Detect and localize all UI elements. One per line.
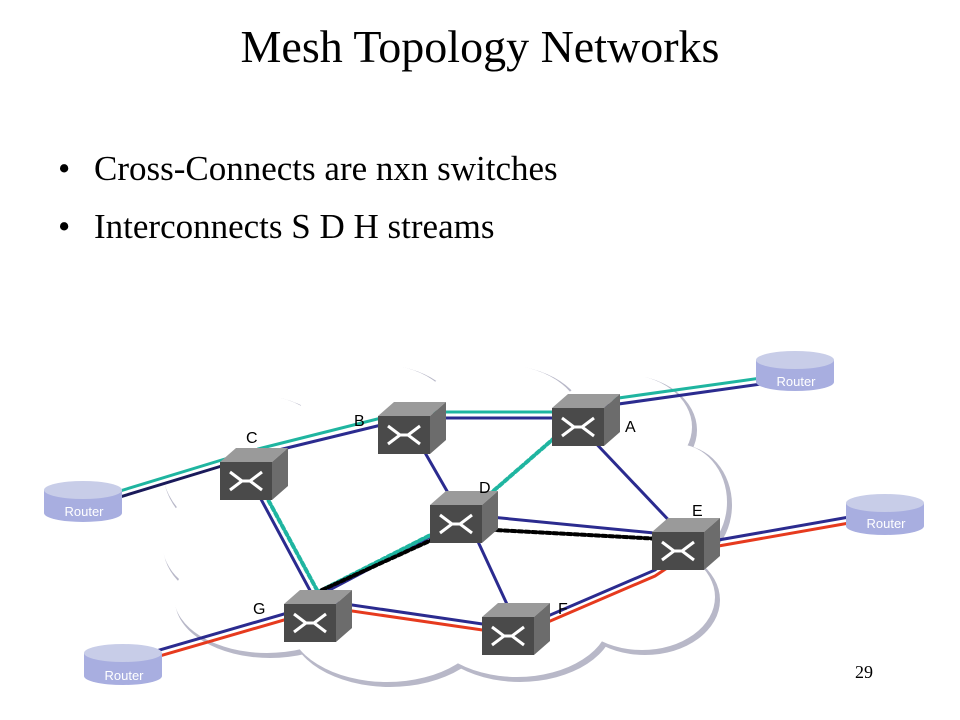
cross-connect-c <box>220 448 288 500</box>
link-d-e <box>468 513 677 537</box>
switch-cross-icon <box>229 470 263 492</box>
link-e-router-right <box>688 511 874 547</box>
bullet-item: • Cross-Connects are nxn switches <box>58 140 558 198</box>
node-label-c: C <box>246 430 258 447</box>
link-a-e <box>586 433 680 532</box>
cross-connect-switches <box>220 394 720 655</box>
router-top-right: Router <box>756 351 834 391</box>
router-label: Router <box>866 516 906 531</box>
switch-cross-icon <box>561 416 595 438</box>
path-dotted-teal-c-g-d-a <box>250 418 577 595</box>
link-e-router-right-red <box>688 517 874 553</box>
bullet-text: Cross-Connects are nxn switches <box>94 149 558 188</box>
router-right: Router <box>846 494 924 535</box>
cross-connect-f <box>482 603 550 655</box>
node-label-b: B <box>354 413 365 430</box>
switch-cross-icon <box>387 424 421 446</box>
node-label-e: E <box>692 503 703 520</box>
cross-connect-a <box>552 394 620 446</box>
switch-cross-icon <box>661 540 695 562</box>
router-label: Router <box>64 504 104 519</box>
bullet-list: • Cross-Connects are nxn switches • Interc… <box>58 140 558 256</box>
cross-connect-b <box>378 402 446 454</box>
slide-title: Mesh Topology Networks <box>240 21 720 72</box>
page-number: 29 <box>855 662 873 682</box>
router-bottom-left: Router <box>84 644 162 685</box>
node-label-g: G <box>253 601 265 618</box>
bullet-item: • Interconnects S D H streams <box>58 198 558 256</box>
node-label-d: D <box>479 480 491 497</box>
cross-connect-d <box>430 491 498 543</box>
node-label-f: F <box>558 601 568 618</box>
bullet-dot: • <box>58 149 71 188</box>
bullet-text: Interconnects S D H streams <box>94 207 495 246</box>
switch-cross-icon <box>439 513 473 535</box>
cross-connect-g <box>284 590 352 642</box>
link-a-router-right-top <box>588 378 792 410</box>
node-labels: A B C D E F G <box>246 413 703 618</box>
cross-connect-e <box>652 518 720 570</box>
router-left: Router <box>44 481 122 522</box>
node-label-a: A <box>625 419 636 436</box>
router-label: Router <box>104 668 144 683</box>
bullet-dot: • <box>58 207 71 246</box>
switch-cross-icon <box>491 625 525 647</box>
router-label: Router <box>776 374 816 389</box>
switch-cross-icon <box>293 612 327 634</box>
